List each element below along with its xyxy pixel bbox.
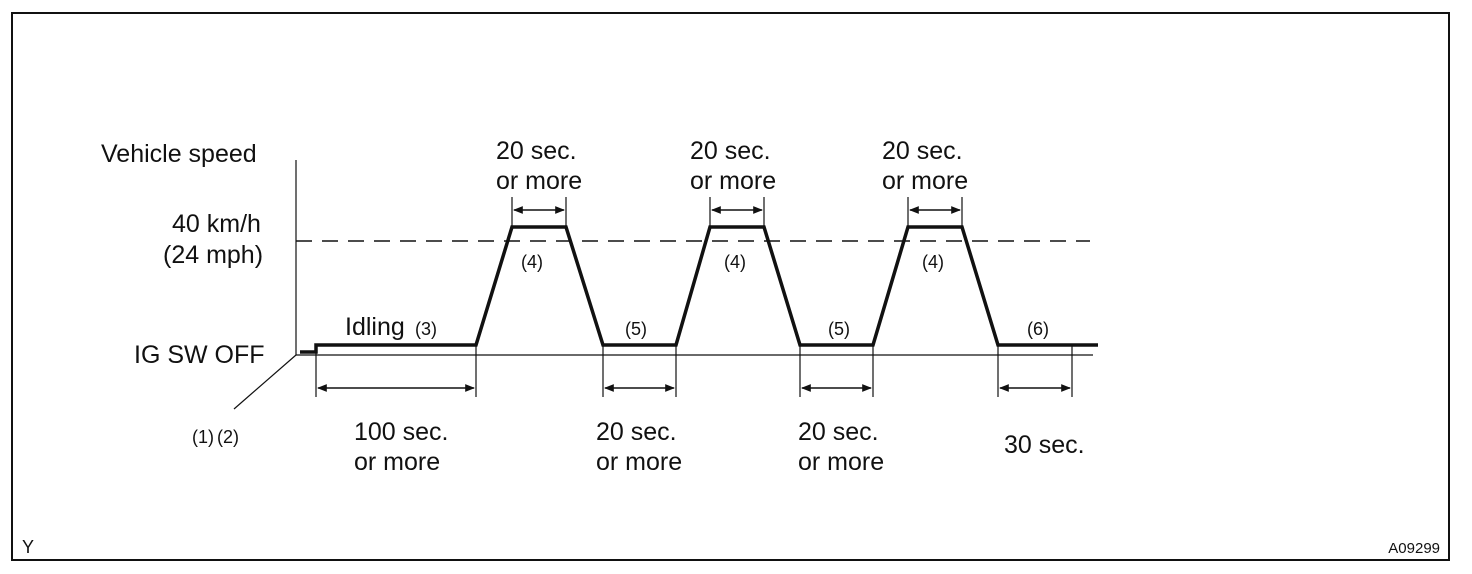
plateau-label-2: (4) [724, 252, 746, 272]
low-label-2: (5) [828, 319, 850, 339]
speed-profile-line [300, 225, 1098, 354]
top-duration-2-line-1: 20 sec. [690, 137, 771, 165]
figure-code: A09299 [1388, 540, 1440, 557]
top-duration-1-line-2: or more [496, 167, 582, 195]
idling-label: Idling [345, 313, 405, 341]
plateau-label-1: (4) [521, 252, 543, 272]
start-step-label: (1) (2) [192, 427, 239, 447]
bottom-duration-2-line-1: 20 sec. [596, 418, 677, 446]
corner-label-left: Y [22, 537, 34, 557]
bottom-duration-1-line-2: or more [354, 448, 440, 476]
depth-axis [233, 354, 297, 410]
diagram-border [11, 12, 1450, 561]
bottom-duration-2-line-2: or more [596, 448, 682, 476]
top-duration-2-line-2: or more [690, 167, 776, 195]
bottom-duration-3-line-2: or more [798, 448, 884, 476]
baseline-label: IG SW OFF [134, 341, 265, 369]
low-label-1: (5) [625, 319, 647, 339]
duration-ticks [315, 197, 1073, 397]
y-axis-label: Vehicle speed [101, 140, 257, 168]
plateau-label-3: (4) [922, 252, 944, 272]
speed-label-mph: (24 mph) [163, 241, 263, 269]
duration-arrows [317, 206, 1071, 392]
bottom-duration-3-line-1: 20 sec. [798, 418, 879, 446]
top-duration-3-line-2: or more [882, 167, 968, 195]
speed-label-kmh: 40 km/h [172, 210, 261, 238]
bottom-duration-1-line-1: 100 sec. [354, 418, 449, 446]
bottom-duration-4-line-1: 30 sec. [1004, 431, 1085, 459]
idling-step-label: (3) [415, 319, 437, 339]
low-label-3: (6) [1027, 319, 1049, 339]
top-duration-1-line-1: 20 sec. [496, 137, 577, 165]
top-duration-3-line-1: 20 sec. [882, 137, 963, 165]
